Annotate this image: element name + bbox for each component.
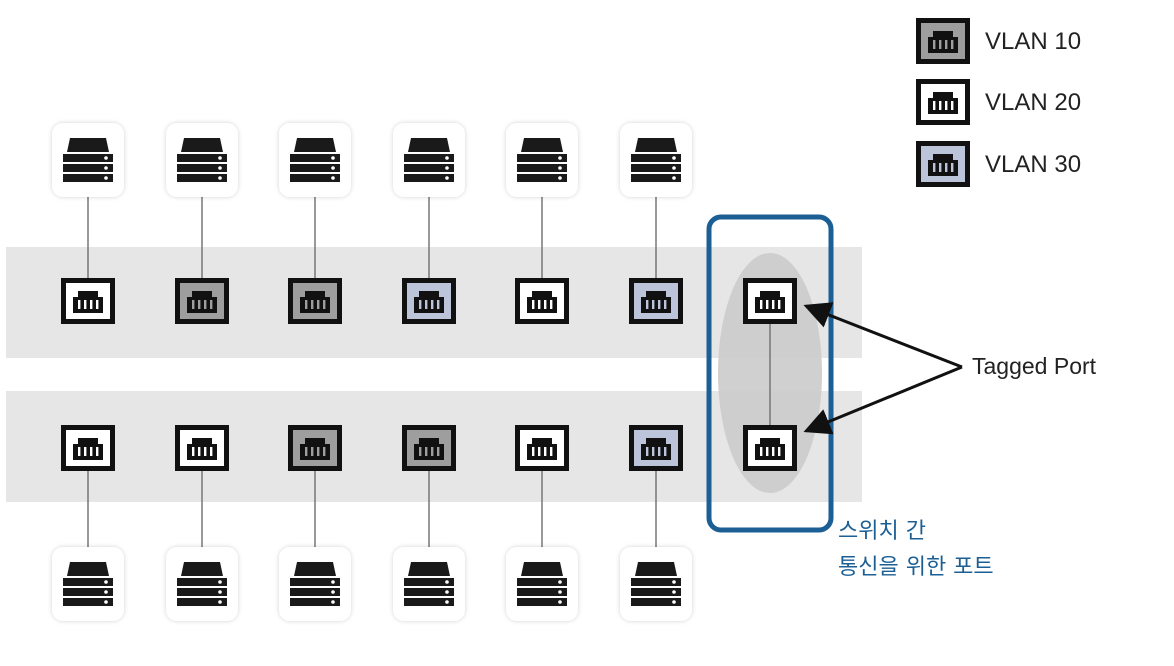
top-tagged-port-icon bbox=[743, 278, 797, 324]
top-switch-port-1-icon bbox=[61, 278, 115, 324]
bottom-server-3-icon bbox=[279, 547, 351, 621]
legend-icons bbox=[916, 18, 970, 187]
top-server-3-icon bbox=[279, 123, 351, 197]
bottom-tagged-port-icon bbox=[743, 425, 797, 471]
bottom-server-2-icon bbox=[166, 547, 238, 621]
tagged-port-label: Tagged Port bbox=[972, 353, 1097, 379]
legend-icon-vlan-30 bbox=[916, 141, 970, 187]
legend-label-vlan-10: VLAN 10 bbox=[985, 28, 1082, 55]
top-server-2-icon bbox=[166, 123, 238, 197]
top-server-5-icon bbox=[506, 123, 578, 197]
legend-label-vlan-30: VLAN 30 bbox=[985, 151, 1082, 178]
ports-layer bbox=[61, 278, 797, 471]
top-switch-port-3-icon bbox=[288, 278, 342, 324]
bottom-switch-port-3-icon bbox=[288, 425, 342, 471]
top-server-6-icon bbox=[620, 123, 692, 197]
legend-icon-vlan-20 bbox=[916, 79, 970, 125]
top-switch-port-2-icon bbox=[175, 278, 229, 324]
bottom-server-5-icon bbox=[506, 547, 578, 621]
inter-switch-port-frame bbox=[706, 214, 834, 533]
bottom-switch-port-2-icon bbox=[175, 425, 229, 471]
inter-switch-note-line-2: 통신을 위한 포트 bbox=[838, 555, 994, 580]
legend-icon-vlan-10 bbox=[916, 18, 970, 64]
inter-switch-note-line-1: 스위치 간 bbox=[838, 519, 926, 544]
top-switch-port-6-icon bbox=[629, 278, 683, 324]
servers-layer bbox=[52, 123, 692, 621]
bottom-switch-port-5-icon bbox=[515, 425, 569, 471]
bottom-switch-port-6-icon bbox=[629, 425, 683, 471]
top-switch-port-4-icon bbox=[402, 278, 456, 324]
arrow-to-bottom-tagged-port bbox=[803, 365, 963, 435]
top-server-4-icon bbox=[393, 123, 465, 197]
bottom-server-1-icon bbox=[52, 547, 124, 621]
top-switch-port-5-icon bbox=[515, 278, 569, 324]
bottom-switch-port-4-icon bbox=[402, 425, 456, 471]
bottom-server-6-icon bbox=[620, 547, 692, 621]
bottom-switch-port-1-icon bbox=[61, 425, 115, 471]
bottom-server-4-icon bbox=[393, 547, 465, 621]
top-server-1-icon bbox=[52, 123, 124, 197]
links-layer bbox=[87, 197, 771, 547]
arrow-to-top-tagged-port bbox=[803, 302, 963, 369]
legend-label-vlan-20: VLAN 20 bbox=[985, 89, 1082, 116]
